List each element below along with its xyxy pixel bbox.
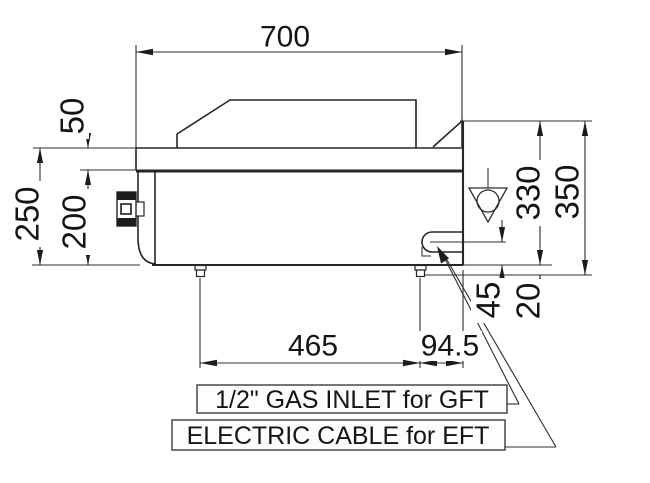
dim-right-total-height <box>581 121 589 275</box>
control-knob-icon <box>116 191 145 227</box>
dim-text-50: 50 <box>54 98 91 135</box>
electric-cable-label: ELECTRIC CABLE for EFT <box>187 422 490 450</box>
appliance-body <box>135 99 465 267</box>
extension-lines <box>32 45 592 368</box>
dim-text-350: 350 <box>549 164 586 219</box>
dim-text-94-5: 94.5 <box>421 330 479 363</box>
dim-text-700: 700 <box>260 21 310 54</box>
gas-inlet-label: 1/2" GAS INLET for GFT <box>215 386 489 414</box>
gas-inlet-icon <box>421 231 463 257</box>
dim-text-250: 250 <box>9 186 46 241</box>
dim-text-20: 20 <box>510 283 547 320</box>
foot-right <box>414 264 427 278</box>
rear-wedge <box>432 119 463 148</box>
dim-text-330: 330 <box>510 165 547 220</box>
level-datum-icon <box>467 168 509 224</box>
text-masks <box>10 94 584 361</box>
leader-arrow-icon <box>437 246 557 448</box>
dim-top-width <box>136 48 462 56</box>
griddle-profile <box>176 99 417 148</box>
dim-text-45: 45 <box>470 282 507 319</box>
electric-cable-label-box: ELECTRIC CABLE for EFT <box>171 419 506 451</box>
gas-inlet-label-box: 1/2" GAS INLET for GFT <box>196 384 508 414</box>
foot-left <box>194 264 207 278</box>
dim-text-200: 200 <box>56 194 93 249</box>
dim-text-465: 465 <box>288 330 338 363</box>
dim-bottom-widths <box>200 359 463 367</box>
